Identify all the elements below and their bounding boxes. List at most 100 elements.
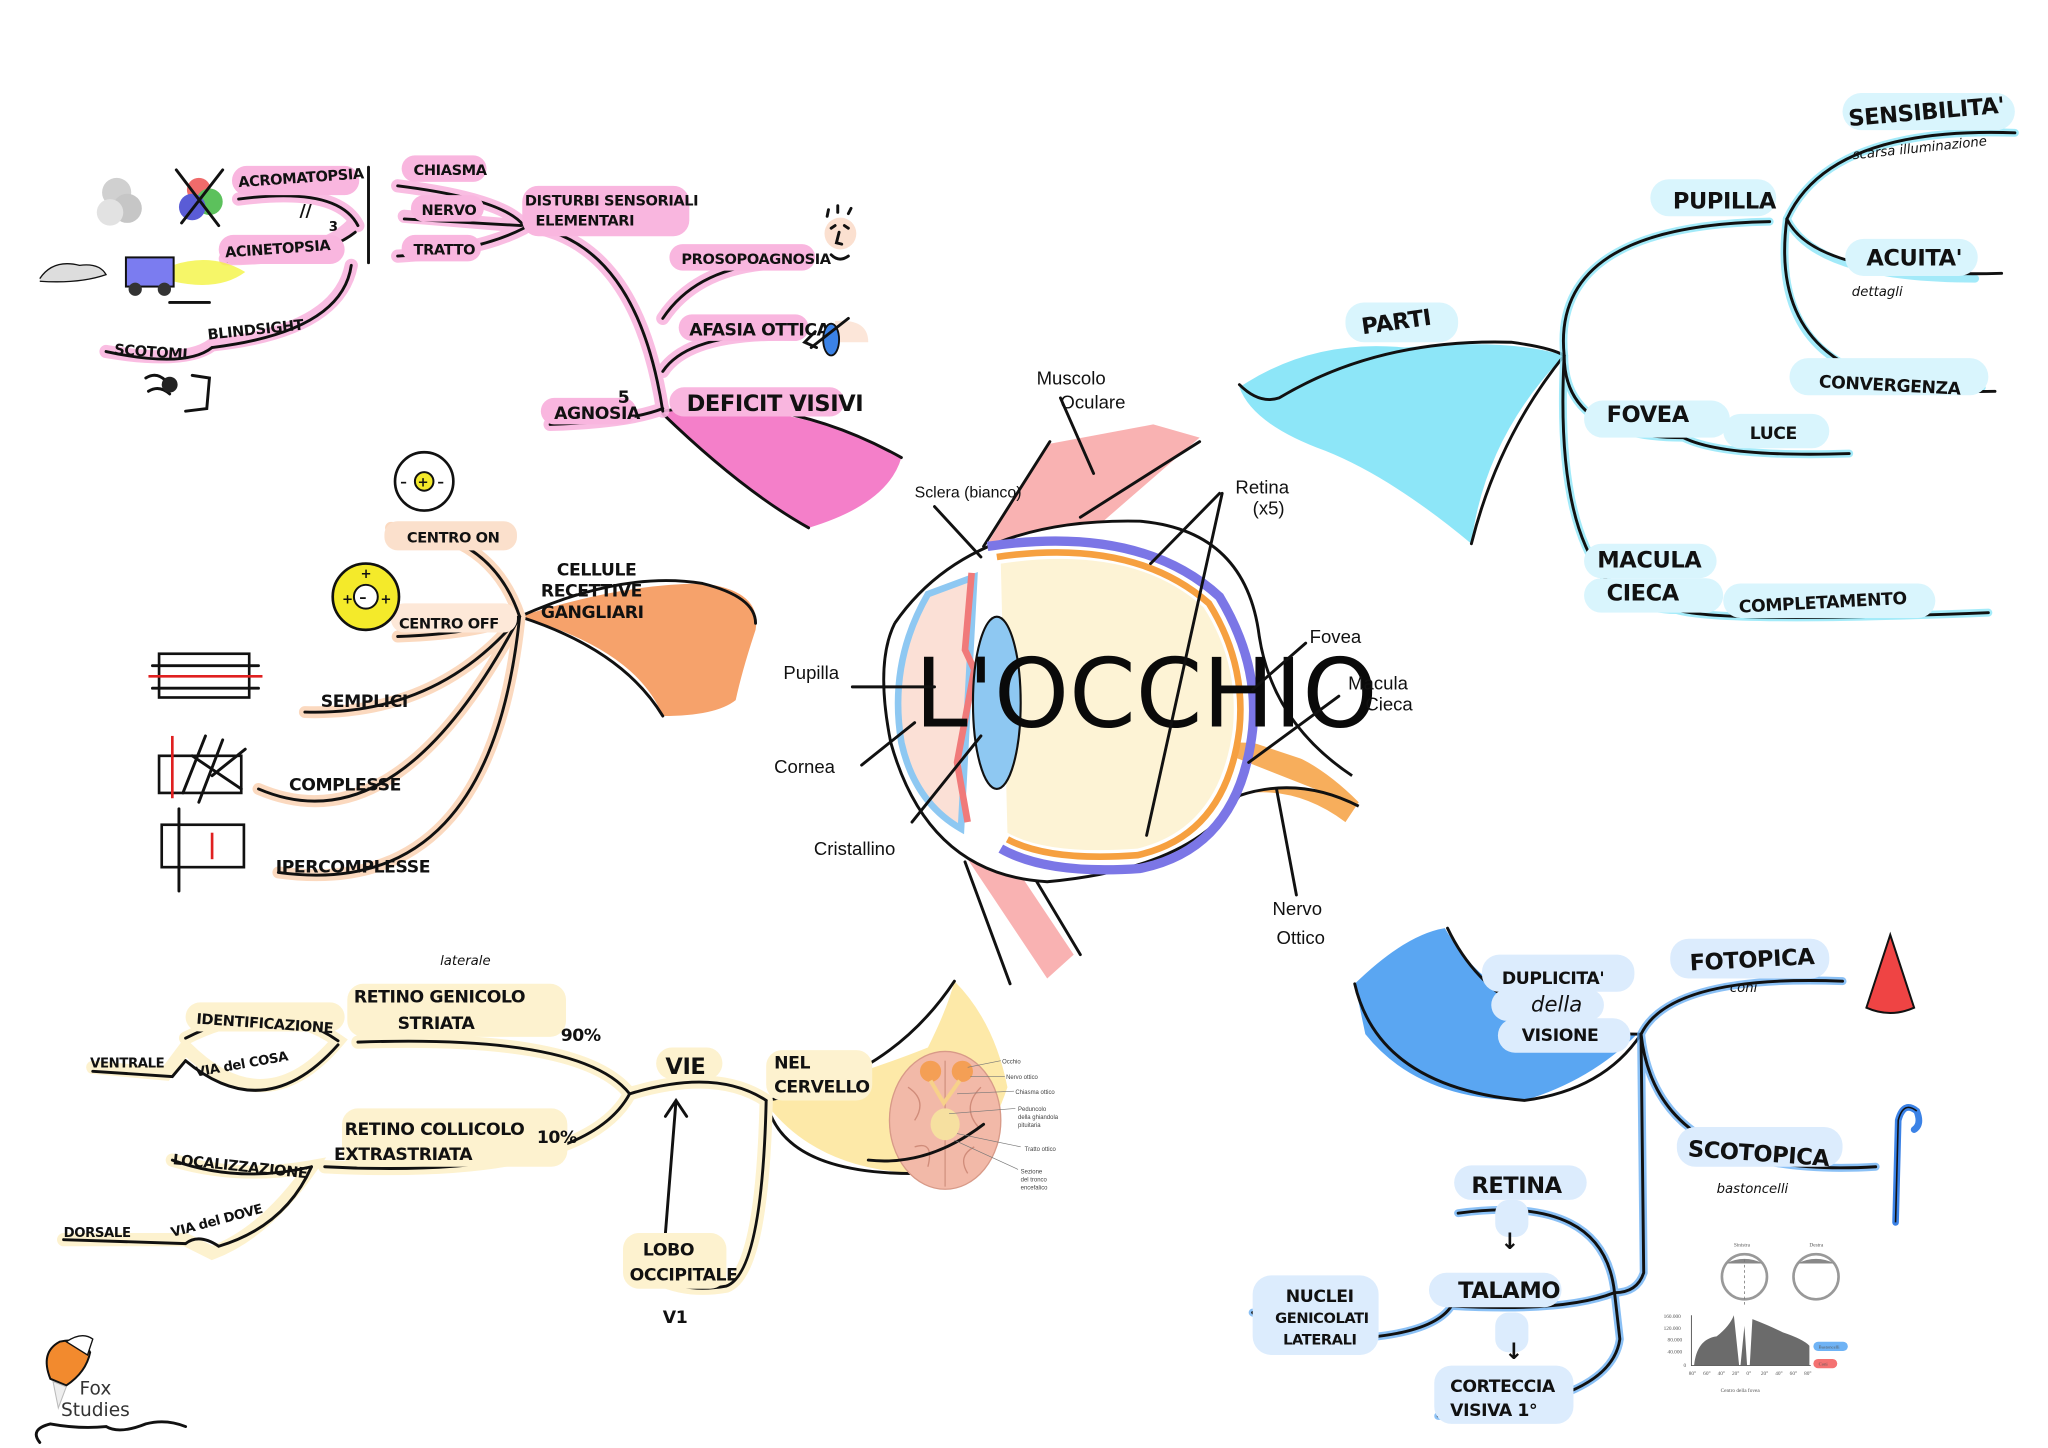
note-laterale: laterale (440, 954, 491, 969)
brain-label-sezione-3: encefalico (1021, 1185, 1048, 1191)
svg-text:+: + (342, 592, 353, 607)
brain-label-peduncolo-2: della ghiandola (1018, 1115, 1059, 1121)
node-nuclei-2: GENICOLATI (1275, 1310, 1368, 1327)
node-duplicita-1: DUPLICITA' (1502, 969, 1604, 989)
svg-text:–: – (437, 476, 444, 491)
branch-duplicita-visione: DUPLICITA' della VISIONE FOTOPICA coni S… (1248, 926, 1923, 1424)
branch-nel-cervello: laterale RETINO GENICOLO STRIATA 90% VIE… (56, 954, 1059, 1328)
y-tick: 160.000 (1664, 1314, 1682, 1320)
legend-coni: Coni (1819, 1363, 1829, 1368)
logo-text-fox: Fox (80, 1379, 112, 1400)
simple-cell-receptive-field-icon (148, 652, 263, 699)
node-nuclei-3: LATERALI (1283, 1331, 1356, 1348)
on-center-cell-icon: + – – (393, 450, 455, 512)
x-tick: 0° (1746, 1370, 1751, 1377)
eye-crossed-icon (802, 316, 869, 357)
node-retina: RETINA (1471, 1173, 1562, 1199)
x-tick: 20° (1732, 1370, 1739, 1377)
svg-text:+: + (418, 476, 429, 491)
y-tick: 120.000 (1664, 1326, 1682, 1332)
brain-label-sezione-2: del tronco (1021, 1177, 1048, 1183)
label-macula-1: Macula (1348, 673, 1408, 694)
node-afasia-ottica: AFASIA OTTICA (689, 321, 830, 341)
y-tick: 80.000 (1668, 1338, 1683, 1344)
x-tick: 60° (1703, 1370, 1710, 1377)
label-pupilla: Pupilla (783, 662, 839, 683)
node-deficit-visivi: DEFICIT VISIVI (687, 391, 864, 417)
vitreous-body (1000, 558, 1234, 851)
pct-collicolo: 10% (537, 1128, 577, 1148)
eye-right-diagram (1792, 1252, 1840, 1301)
chart-x-ticks: 80°60°40°20°0°20°40°60°80° (1689, 1370, 1812, 1377)
x-tick: 40° (1718, 1370, 1725, 1377)
label-muscolo-2: Oculare (1060, 392, 1125, 413)
svg-text:–: – (359, 589, 366, 606)
node-prosopoagnosia: PROSOPOAGNOSIA (681, 251, 831, 268)
choroid (986, 536, 1259, 875)
cyan-branch-root (1239, 344, 1565, 544)
node-disturbi-2: ELEMENTARI (536, 213, 635, 230)
note-coni: coni (1730, 981, 1758, 996)
node-fovea: FOVEA (1607, 402, 1690, 428)
retina-layer (996, 549, 1244, 861)
node-macula-1: MACULA (1597, 548, 1702, 574)
brain-label-tratto: Tratto ottico (1025, 1147, 1057, 1153)
x-tick: 60° (1790, 1370, 1797, 1377)
x-tick: 80° (1804, 1370, 1811, 1377)
label-macula-2: Cieca (1365, 694, 1413, 715)
node-corteccia-1: CORTECCIA (1450, 1377, 1556, 1397)
node-pupilla: PUPILLA (1673, 188, 1777, 214)
node-cellule-3: GANGLIARI (541, 603, 644, 623)
chart-label-destra: Destra (1809, 1242, 1823, 1248)
node-ipercomplesse: IPERCOMPLESSE (276, 857, 430, 877)
label-retina-2: (x5) (1253, 498, 1285, 519)
pink-branch-root (662, 408, 902, 528)
node-corteccia-2: VISIVA 1° (1450, 1401, 1537, 1421)
y-tick: 0 (1683, 1363, 1686, 1369)
node-macula-2: CIECA (1607, 581, 1680, 607)
rod-icon (1892, 1104, 1923, 1226)
eye-muscle-bottom (967, 855, 1074, 979)
note-bastoncelli: bastoncelli (1717, 1182, 1789, 1197)
node-tratto: TRATTO (414, 242, 476, 259)
brain-label-occhio: Occhio (1002, 1059, 1021, 1065)
node-lobo-1: LOBO (643, 1241, 694, 1261)
node-chiasma: CHIASMA (414, 162, 488, 179)
node-lobo-2: OCCIPITALE (630, 1266, 738, 1286)
label-cristallino: Cristallino (814, 838, 895, 859)
label-cornea: Cornea (774, 756, 836, 777)
equal-mark: // (300, 201, 313, 221)
svg-text:+: + (380, 592, 391, 607)
blurred-document-icon (144, 373, 212, 413)
x-tick: 80° (1689, 1370, 1696, 1377)
y-tick: 40.000 (1668, 1350, 1683, 1356)
chart-xlabel: Centro della fovea (1721, 1387, 1761, 1394)
label-retina-1: Retina (1235, 476, 1289, 497)
node-complesse: COMPLESSE (289, 775, 401, 795)
node-vie: VIE (665, 1054, 705, 1080)
brain-label-sezione-1: Sezione (1021, 1169, 1043, 1175)
hypercomplex-cell-receptive-field-icon (160, 807, 246, 893)
branch-cellule-recettive: CENTRO ON CENTRO OFF CELLULE RECETTIVE G… (148, 450, 758, 893)
node-collicolo-2: EXTRASTRIATA (334, 1145, 473, 1165)
node-acuita: ACUITA' (1866, 245, 1962, 271)
orange-branch-root (519, 583, 757, 717)
node-nuclei-1: NUCLEI (1286, 1287, 1354, 1307)
node-v1: V1 (663, 1308, 688, 1328)
node-via-cosa: VIA del COSA (194, 1049, 290, 1080)
acinetopsia-superscript: 3 (329, 220, 338, 235)
node-genicolo-1: RETINO GENICOLO (354, 987, 525, 1007)
node-duplicita-2: della (1531, 992, 1582, 1017)
node-duplicita-3: VISIONE (1522, 1026, 1599, 1046)
node-centro-off: CENTRO OFF (399, 616, 499, 633)
node-nel-cervello-1: NEL (774, 1054, 810, 1074)
node-disturbi-1: DISTURBI SENSORIALI (525, 193, 698, 210)
node-cellule-2: RECETTIVE (541, 582, 642, 602)
complex-cell-receptive-field-icon (157, 734, 247, 804)
x-tick: 20° (1761, 1370, 1768, 1377)
lens (971, 615, 1022, 791)
node-agnosia: AGNOSIA (554, 404, 641, 424)
chart-y-ticks: 160.000 120.000 80.000 40.000 0 (1664, 1314, 1687, 1369)
node-talamo: TALAMO (1458, 1278, 1560, 1304)
note-dettagli: dettagli (1852, 285, 1903, 300)
